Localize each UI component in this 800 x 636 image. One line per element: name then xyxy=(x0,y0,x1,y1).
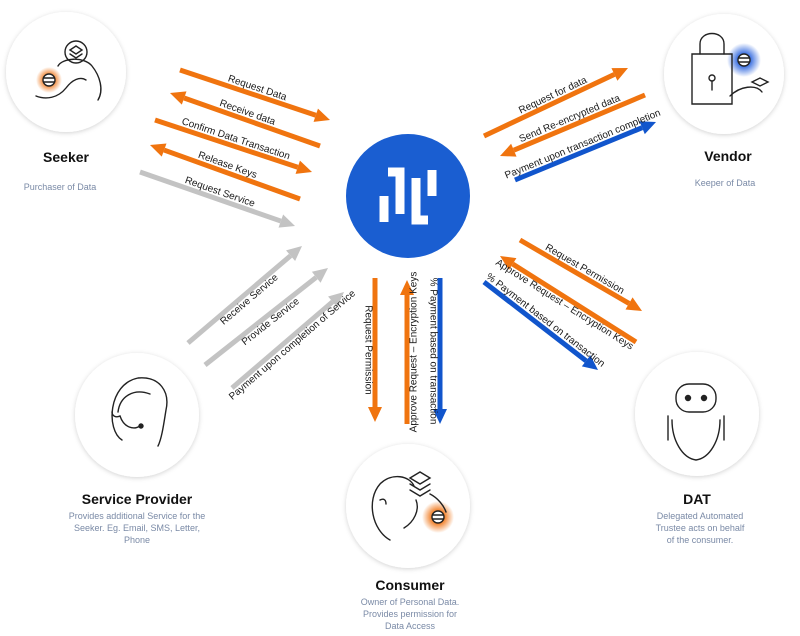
platform-logo-icon xyxy=(379,167,437,225)
arrow-head xyxy=(295,160,312,174)
arrow-label: % Payment based on transaction xyxy=(428,278,439,425)
arrow-head xyxy=(313,108,330,122)
dat-circle xyxy=(635,352,759,476)
headset-agent-icon xyxy=(111,377,168,447)
arrow-shaft xyxy=(230,299,335,390)
dat-node: DAT Delegated Automated Trustee acts on … xyxy=(635,352,759,545)
dat-description-line-1: Delegated Automated xyxy=(657,511,744,521)
service-provider-description-line-3: Phone xyxy=(124,535,150,545)
consumer-title: Consumer xyxy=(375,577,445,593)
arrow-head xyxy=(611,68,628,81)
seeker-title: Seeker xyxy=(43,149,89,165)
arrow-head xyxy=(581,355,598,370)
arrow-head xyxy=(500,143,517,157)
arrow-shaft xyxy=(203,275,318,367)
arrow-head xyxy=(368,407,382,422)
dat-description-line-2: Trustee acts on behalf xyxy=(656,523,745,533)
vendor-node: Vendor Keeper of Data xyxy=(664,14,784,188)
arrow-head xyxy=(328,292,344,308)
arrow-head xyxy=(311,268,328,283)
service-provider-node: Service Provider Provides additional Ser… xyxy=(69,353,206,545)
consumer-node: Consumer Owner of Personal Data. Provide… xyxy=(346,444,470,631)
arrow-shaft xyxy=(482,280,588,363)
arrow-head xyxy=(278,214,295,228)
arrow-shaft xyxy=(482,72,616,139)
arrow-label: Request Permission xyxy=(363,305,374,394)
robot-icon xyxy=(667,383,725,461)
person-with-data-icon xyxy=(371,471,454,541)
arrow-shaft xyxy=(154,117,299,170)
arrow-head xyxy=(286,246,302,262)
arrow-label: Approve Request – Encryption Keys xyxy=(409,272,420,433)
arrow-head xyxy=(433,409,447,424)
arrow-service-provider-1: Receive Service xyxy=(186,246,302,345)
arrow-shaft xyxy=(512,92,646,153)
vendor-title: Vendor xyxy=(704,148,752,164)
seeker-circle xyxy=(6,12,126,132)
lock-with-data-icon xyxy=(691,32,770,105)
dat-title: DAT xyxy=(683,491,711,507)
service-provider-description-line-2: Seeker. Eg. Email, SMS, Letter, xyxy=(74,523,200,533)
arrow-head xyxy=(170,91,187,105)
arrow-shaft xyxy=(186,253,293,345)
service-provider-circle xyxy=(75,353,199,477)
arrow-head xyxy=(150,143,167,157)
arrow-head xyxy=(400,280,414,295)
vendor-description: Keeper of Data xyxy=(695,178,756,188)
arrow-consumer-1: Request Permission xyxy=(363,278,382,422)
dat-description-line-3: of the consumer. xyxy=(667,535,734,545)
consumer-description-line-1: Owner of Personal Data. xyxy=(361,597,460,607)
arrow-shaft xyxy=(518,237,631,306)
arrow-consumer-2: Approve Request – Encryption Keys xyxy=(400,272,420,433)
hub-circle xyxy=(346,134,470,258)
seeker-description: Purchaser of Data xyxy=(24,182,97,192)
arrow-shaft xyxy=(163,147,301,202)
consumer-circle xyxy=(346,444,470,568)
consumer-description-line-2: Provides permission for xyxy=(363,609,457,619)
central-hub xyxy=(346,134,470,258)
arrow-shaft xyxy=(514,125,644,183)
arrow-seeker-5: Request Service xyxy=(139,169,295,228)
arrow-head xyxy=(625,297,642,311)
service-provider-title: Service Provider xyxy=(82,491,193,507)
arrow-dat-1: Request Permission xyxy=(518,237,642,311)
arrow-shaft xyxy=(139,169,282,224)
arrow-consumer-3: % Payment based on transaction xyxy=(428,278,447,425)
consumer-description-line-3: Data Access xyxy=(385,621,436,631)
service-provider-description-line-1: Provides additional Service for the xyxy=(69,511,206,521)
arrow-shaft xyxy=(183,95,321,149)
arrow-shaft xyxy=(511,261,638,345)
arrow-shaft xyxy=(179,67,317,118)
vendor-circle xyxy=(664,14,784,134)
arrow-head xyxy=(639,121,656,135)
hand-holding-data-icon xyxy=(35,40,102,101)
arrow-head xyxy=(500,256,517,270)
seeker-node: Seeker Purchaser of Data xyxy=(6,12,126,192)
